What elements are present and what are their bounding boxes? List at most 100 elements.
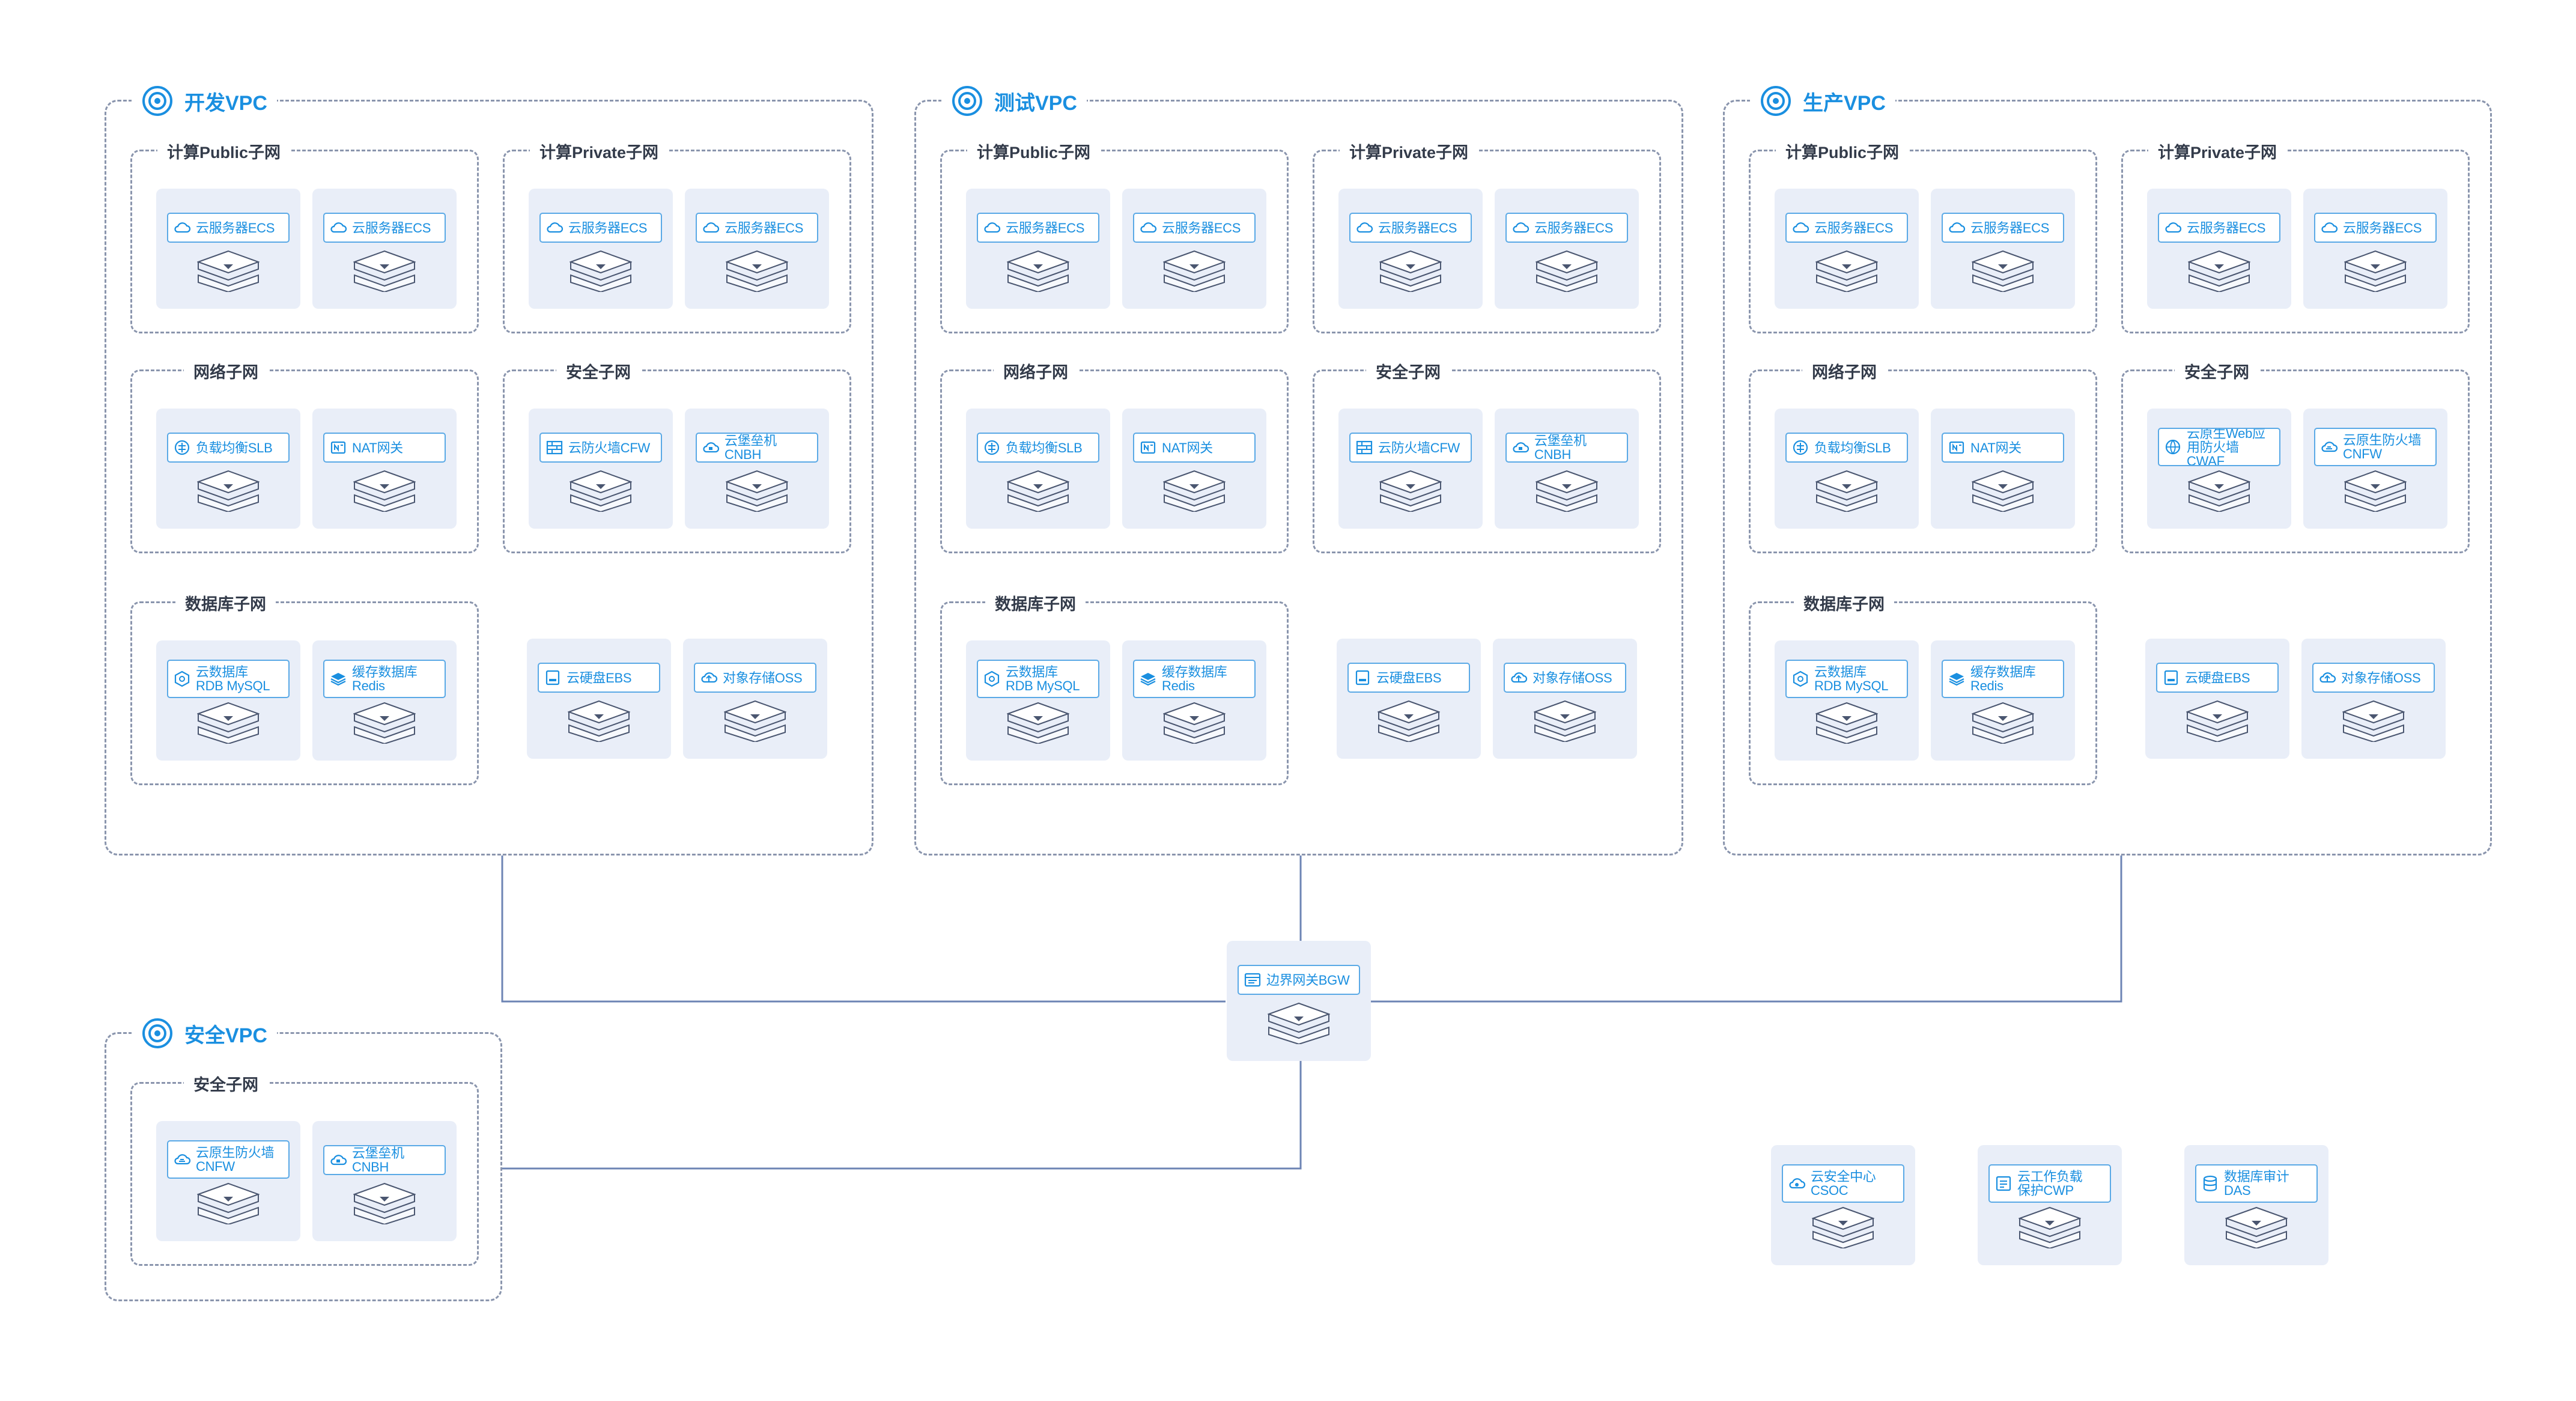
- subnet-title: 数据库子网: [1794, 591, 1894, 615]
- subnet-test-network: 网络子网 负载均衡SLB NAT网关: [940, 359, 1289, 553]
- load-balancer-icon: [1793, 440, 1808, 455]
- cloud-server-icon: [2321, 222, 2338, 233]
- service-card-cwp[interactable]: 云工作负载 保护CWP: [1978, 1145, 2122, 1265]
- service-card-ecs[interactable]: 云服务器ECS: [966, 189, 1110, 309]
- stack-icon: [726, 250, 788, 292]
- service-card-slb[interactable]: 负载均衡SLB: [156, 409, 300, 529]
- stack-icon: [353, 470, 416, 512]
- stack-icon: [1815, 702, 1878, 744]
- stack-icon: [2186, 700, 2249, 742]
- vpc-icon: [142, 1018, 172, 1048]
- service-card-ecs[interactable]: 云服务器ECS: [2303, 189, 2447, 309]
- object-storage-icon: [1511, 672, 1528, 683]
- stack-icon: [1268, 1002, 1330, 1044]
- load-balancer-icon: [174, 440, 190, 455]
- service-card-ecs[interactable]: 云服务器ECS: [685, 189, 829, 309]
- stack-icon: [2225, 1206, 2288, 1248]
- stack-icon: [570, 470, 632, 512]
- subnet-test-private: 计算Private子网 云服务器ECS 云服务器ECS: [1313, 139, 1661, 333]
- stack-icon: [2019, 1206, 2081, 1248]
- service-card-cwaf[interactable]: 云原生Web应 用防火墙CWAF: [2147, 409, 2291, 529]
- stack-icon: [1379, 250, 1442, 292]
- subnet-dev-security: 安全子网 云防火墙CFW 云堡垒机CNBH: [503, 359, 851, 553]
- service-card-ecs[interactable]: 云服务器ECS: [1931, 189, 2075, 309]
- stack-icon: [570, 250, 632, 292]
- subnet-test-database: 数据库子网 云数据库 RDB MySQL 缓存数据库 Redis: [940, 591, 1289, 785]
- firewall-icon: [1356, 440, 1373, 455]
- stack-icon: [2342, 700, 2405, 742]
- object-storage-icon: [701, 672, 718, 683]
- service-card-csoc[interactable]: 云安全中心 CSOC: [1771, 1145, 1915, 1265]
- cloud-server-icon: [174, 222, 191, 233]
- service-card-ebs[interactable]: 云硬盘EBS: [527, 639, 671, 759]
- service-card-cnfw[interactable]: 云原生防火墙 CNFW: [2303, 409, 2447, 529]
- bastion-host-icon: [703, 442, 720, 453]
- subnet-title: 网络子网: [994, 359, 1078, 383]
- service-card-ebs[interactable]: 云硬盘EBS: [1337, 639, 1481, 759]
- stack-icon: [724, 700, 786, 742]
- service-card-rds[interactable]: 云数据库 RDB MySQL: [1775, 640, 1919, 761]
- service-card-das[interactable]: 数据库审计 DAS: [2184, 1145, 2328, 1265]
- stack-icon: [353, 250, 416, 292]
- firewall-icon: [546, 440, 563, 455]
- stack-icon: [1007, 250, 1069, 292]
- vpc-prod-title: 生产VPC: [1750, 85, 1895, 117]
- stack-icon: [2344, 250, 2407, 292]
- stack-icon: [726, 470, 788, 512]
- service-card-oss[interactable]: 对象存储OSS: [683, 639, 827, 759]
- service-card-oss[interactable]: 对象存储OSS: [1493, 639, 1637, 759]
- vpc-test-title: 测试VPC: [941, 85, 1087, 117]
- service-card-bgw[interactable]: 边界网关BGW: [1227, 941, 1371, 1061]
- subnet-title: 计算Private子网: [530, 139, 669, 163]
- service-card-ecs[interactable]: 云服务器ECS: [529, 189, 673, 309]
- stack-icon: [1972, 250, 2034, 292]
- bastion-host-icon: [330, 1155, 347, 1165]
- service-card-ecs[interactable]: 云服务器ECS: [1122, 189, 1266, 309]
- service-card-cfw[interactable]: 云防火墙CFW: [1338, 409, 1483, 529]
- nat-gateway-icon: [1140, 441, 1156, 454]
- vpc-test: 测试VPC 计算Public子网 云服务器ECS 云服务器ECS 计算Priva…: [914, 85, 1683, 855]
- cloud-server-icon: [1949, 222, 1966, 233]
- subnet-title: 网络子网: [1802, 359, 1886, 383]
- service-card-ecs[interactable]: 云服务器ECS: [312, 189, 457, 309]
- service-card-ecs[interactable]: 云服务器ECS: [1495, 189, 1639, 309]
- subnet-prod-private: 计算Private子网 云服务器ECS 云服务器ECS: [2121, 139, 2470, 333]
- service-card-redis[interactable]: 缓存数据库 Redis: [1122, 640, 1266, 761]
- service-card-ebs[interactable]: 云硬盘EBS: [2145, 639, 2289, 759]
- vpc-icon: [1761, 86, 1791, 116]
- service-card-ecs[interactable]: 云服务器ECS: [2147, 189, 2291, 309]
- disk-icon: [545, 670, 560, 685]
- redis-icon: [1140, 673, 1156, 686]
- cloud-server-icon: [1140, 222, 1157, 233]
- service-card-redis[interactable]: 缓存数据库 Redis: [1931, 640, 2075, 761]
- service-card-nat[interactable]: NAT网关: [1122, 409, 1266, 529]
- subnet-test-public: 计算Public子网 云服务器ECS 云服务器ECS: [940, 139, 1289, 333]
- stack-icon: [1534, 700, 1596, 742]
- stack-icon: [1815, 250, 1878, 292]
- service-card-rds[interactable]: 云数据库 RDB MySQL: [966, 640, 1110, 761]
- service-card-oss[interactable]: 对象存储OSS: [2301, 639, 2446, 759]
- service-card-cnbh[interactable]: 云堡垒机CNBH: [685, 409, 829, 529]
- service-card-nat[interactable]: NAT网关: [1931, 409, 2075, 529]
- subnet-title: 安全子网: [184, 1072, 268, 1095]
- load-balancer-icon: [984, 440, 1000, 455]
- service-card-cnbh[interactable]: 云堡垒机CNBH: [1495, 409, 1639, 529]
- service-card-cnfw[interactable]: 云原生防火墙 CNFW: [156, 1121, 300, 1241]
- service-card-ecs[interactable]: 云服务器ECS: [156, 189, 300, 309]
- service-card-cfw[interactable]: 云防火墙CFW: [529, 409, 673, 529]
- service-card-rds[interactable]: 云数据库 RDB MySQL: [156, 640, 300, 761]
- disk-icon: [2164, 670, 2178, 685]
- vpc-icon: [142, 86, 172, 116]
- stack-icon: [197, 250, 260, 292]
- service-card-nat[interactable]: NAT网关: [312, 409, 457, 529]
- database-icon: [1793, 670, 1808, 687]
- stack-icon: [197, 470, 260, 512]
- service-card-slb[interactable]: 负载均衡SLB: [966, 409, 1110, 529]
- service-card-redis[interactable]: 缓存数据库 Redis: [312, 640, 457, 761]
- stack-icon: [1163, 250, 1226, 292]
- service-card-ecs[interactable]: 云服务器ECS: [1338, 189, 1483, 309]
- service-card-slb[interactable]: 负载均衡SLB: [1775, 409, 1919, 529]
- service-card-ecs[interactable]: 云服务器ECS: [1775, 189, 1919, 309]
- service-card-cnbh[interactable]: 云堡垒机CNBH: [312, 1121, 457, 1241]
